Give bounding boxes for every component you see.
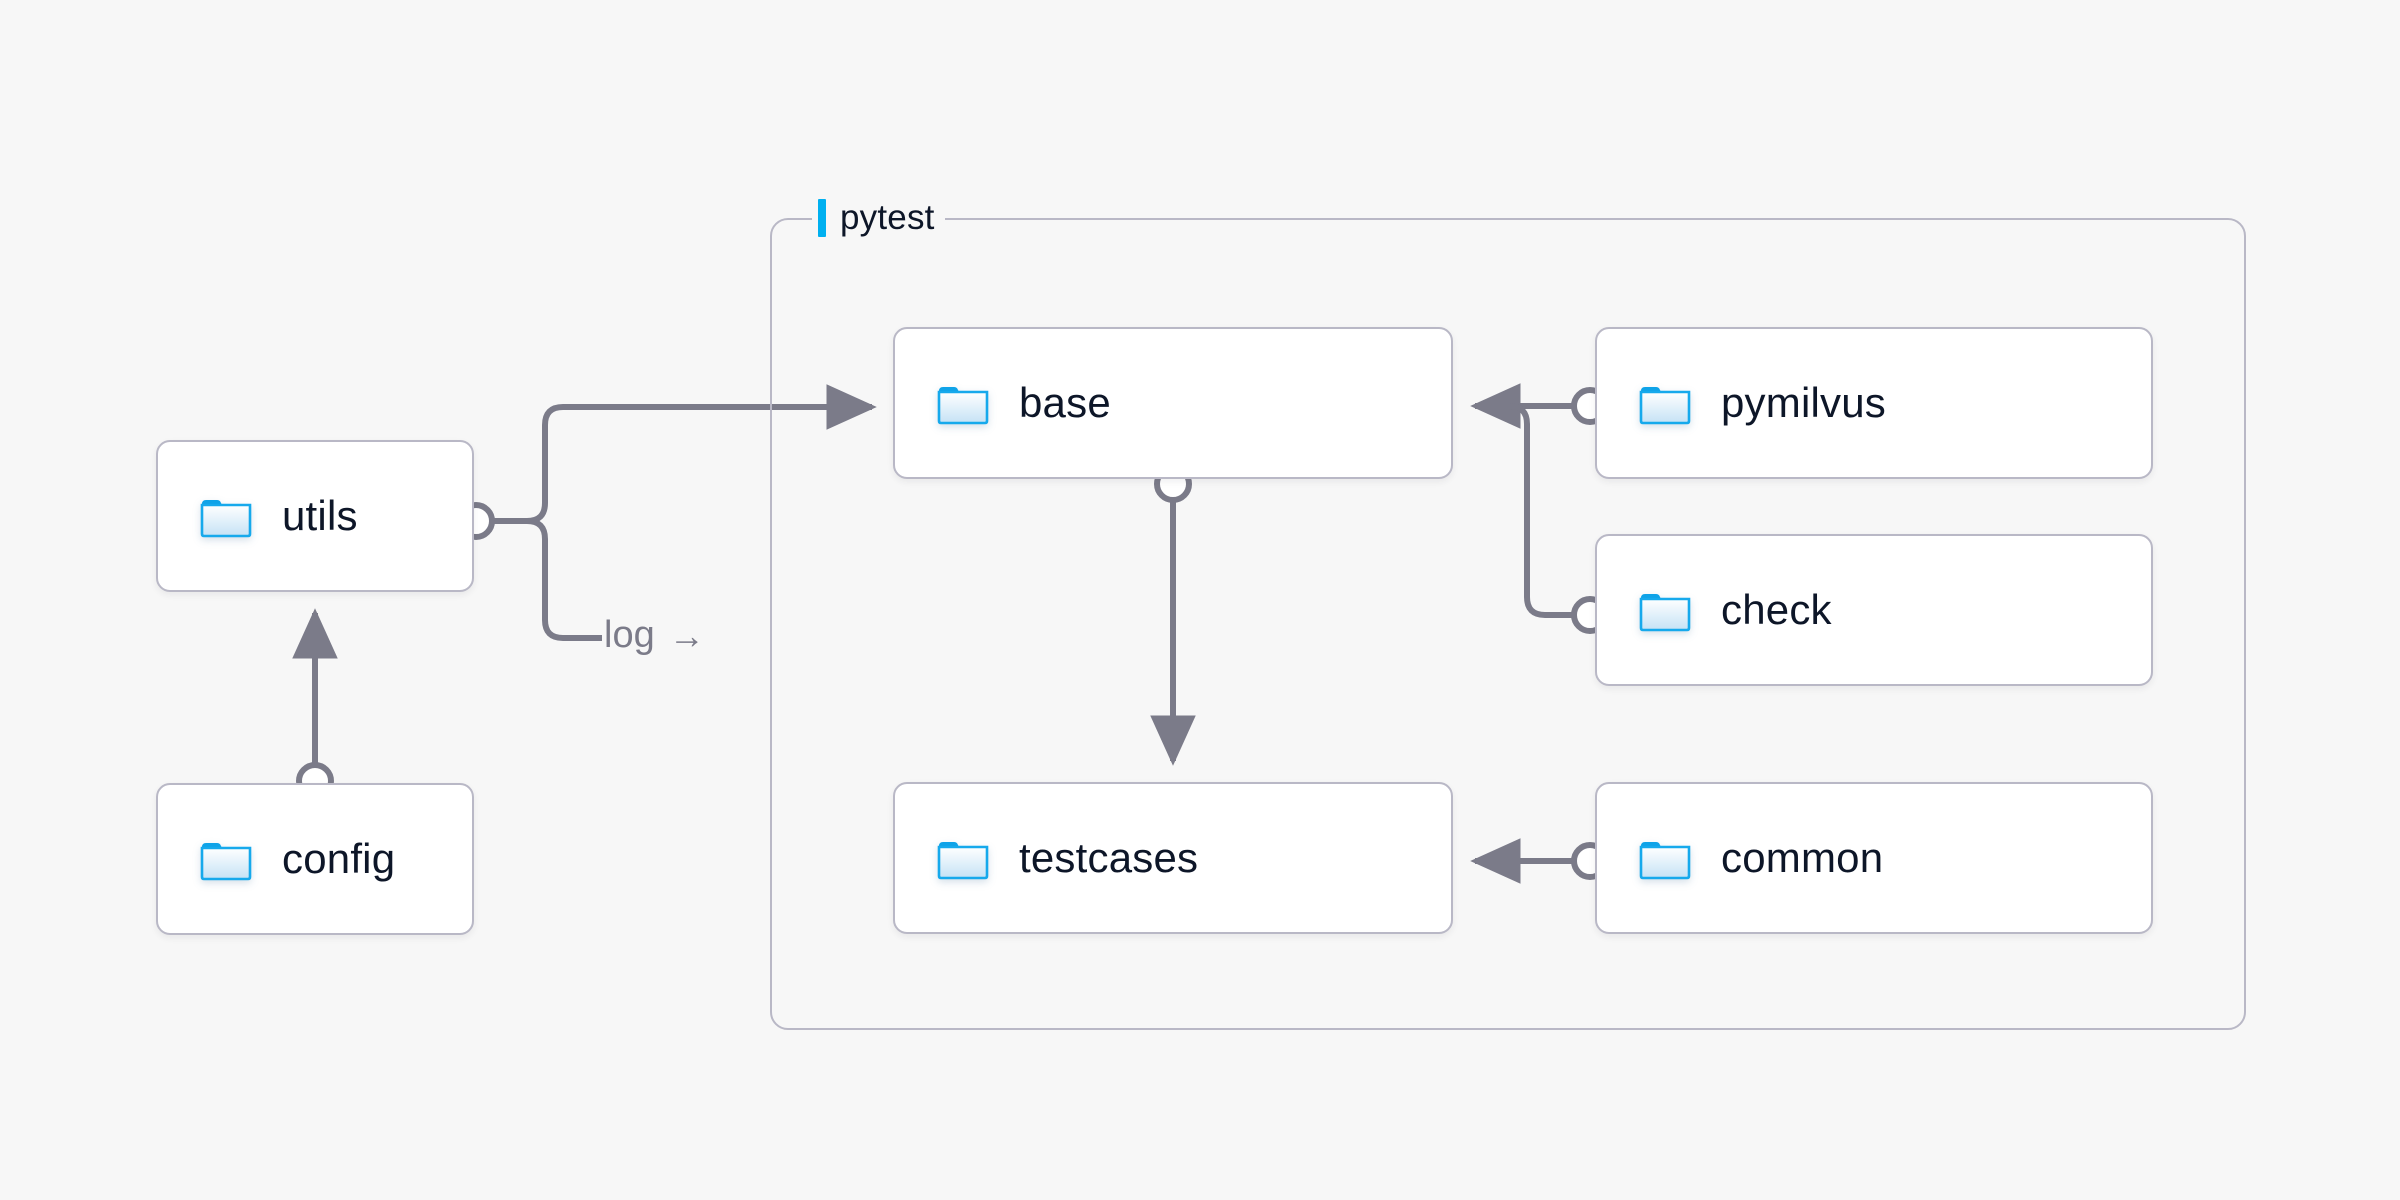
group-pytest-label-wrap: pytest bbox=[812, 196, 945, 240]
node-label: pymilvus bbox=[1721, 379, 1886, 426]
folder-icon bbox=[1639, 836, 1691, 880]
folder-icon bbox=[200, 837, 252, 881]
node-label: common bbox=[1721, 834, 1884, 881]
edge-label-log-text: log bbox=[604, 614, 655, 656]
edge-utils-to-log bbox=[526, 518, 602, 641]
node-base[interactable]: base bbox=[893, 327, 1453, 479]
arrow-right-icon: → bbox=[668, 614, 705, 656]
group-pytest-label: pytest bbox=[840, 198, 935, 237]
folder-icon bbox=[937, 381, 989, 425]
node-pymilvus[interactable]: pymilvus bbox=[1595, 327, 2153, 479]
node-common[interactable]: common bbox=[1595, 782, 2153, 934]
node-label: check bbox=[1721, 586, 1832, 633]
folder-icon bbox=[1639, 588, 1691, 632]
node-label: config bbox=[282, 835, 396, 882]
node-label: utils bbox=[282, 492, 358, 539]
group-accent-bar bbox=[818, 199, 826, 237]
node-check[interactable]: check bbox=[1595, 534, 2153, 686]
group-pytest[interactable] bbox=[770, 218, 2246, 1030]
node-utils[interactable]: utils bbox=[156, 440, 474, 592]
edge-label-log: log → bbox=[604, 614, 705, 657]
node-testcases[interactable]: testcases bbox=[893, 782, 1453, 934]
folder-icon bbox=[200, 494, 252, 538]
node-label: testcases bbox=[1019, 834, 1199, 881]
node-label: base bbox=[1019, 379, 1111, 426]
node-config[interactable]: config bbox=[156, 783, 474, 935]
folder-icon bbox=[937, 836, 989, 880]
folder-icon bbox=[1639, 381, 1691, 425]
